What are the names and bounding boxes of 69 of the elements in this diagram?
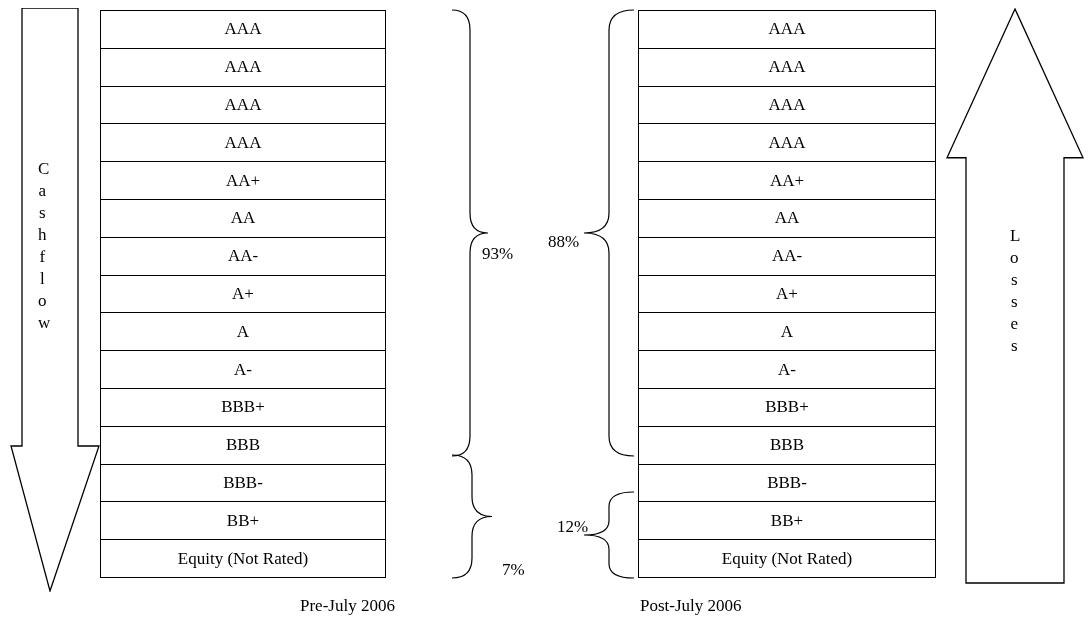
tranche-box — [638, 463, 936, 503]
tranche-box — [100, 199, 386, 238]
rating-text: AAA — [224, 57, 262, 78]
tranche-box — [100, 123, 386, 163]
tranche-box — [100, 312, 386, 352]
tranche-box — [638, 236, 936, 276]
tranche-box — [100, 501, 386, 541]
rating-text: AA — [774, 208, 800, 229]
tranche-box — [100, 236, 386, 276]
rating-text: AAA — [224, 95, 262, 115]
tranche-box — [638, 161, 936, 200]
tranche-box — [638, 388, 936, 427]
stack-caption: Pre-July 2006 — [300, 596, 395, 616]
rating-text: BBB — [226, 435, 260, 456]
tranche-box — [100, 161, 386, 200]
up-arrow — [945, 8, 1085, 584]
rating-text: Equity (Not Rated) — [721, 548, 853, 569]
tranche-box — [638, 85, 936, 125]
percentage-label: 12% — [557, 517, 589, 537]
rating-text: BBB- — [223, 473, 263, 493]
rating-text: A- — [234, 359, 252, 380]
percentage-label: 93% — [482, 244, 514, 264]
percentage-label: 88% — [548, 232, 580, 252]
tranche-box — [100, 388, 386, 427]
rating-text: AAA — [224, 132, 262, 153]
tranche-box — [100, 10, 386, 49]
rating-text: AA- — [771, 246, 803, 267]
rating-text: AAA — [768, 132, 806, 153]
tranche-box — [638, 350, 936, 389]
rating-text: AA — [230, 208, 256, 229]
down-arrow — [10, 8, 100, 592]
rating-text: A+ — [776, 284, 798, 304]
tranche-box — [638, 274, 936, 314]
stack-caption: Post-July 2006 — [640, 596, 742, 616]
percentage-label: 7% — [502, 560, 525, 580]
rating-text: AA- — [227, 246, 259, 267]
rating-text: BB+ — [770, 510, 804, 531]
rating-text: A- — [778, 359, 796, 380]
tranche-box — [638, 539, 936, 578]
rating-text: A — [780, 321, 794, 342]
tranche-box — [638, 10, 936, 49]
rating-text: BBB+ — [221, 397, 265, 418]
tranche-box — [638, 123, 936, 163]
rating-text: Equity (Not Rated) — [177, 548, 309, 569]
tranche-box — [100, 539, 386, 578]
rating-text: BBB+ — [765, 397, 809, 418]
rating-text: BBB- — [767, 473, 807, 493]
rating-text: BB+ — [226, 510, 260, 531]
rating-text: BBB — [770, 435, 804, 456]
tranche-box — [638, 199, 936, 238]
tranche-box — [638, 501, 936, 541]
rating-text: A+ — [232, 284, 254, 304]
rating-text: AAA — [768, 57, 806, 78]
rating-text: AAA — [768, 95, 806, 115]
rating-text: AAA — [768, 19, 806, 40]
rating-text: AA+ — [769, 170, 805, 191]
tranche-box — [100, 85, 386, 125]
tranche-box — [638, 47, 936, 87]
tranche-box — [638, 312, 936, 352]
tranche-box — [100, 350, 386, 389]
rating-text: A — [236, 321, 250, 342]
tranche-box — [100, 274, 386, 314]
rating-text: AAA — [224, 19, 262, 40]
arrow-label: Losses — [1010, 225, 1019, 357]
tranche-box — [100, 47, 386, 87]
tranche-box — [638, 425, 936, 465]
tranche-box — [100, 425, 386, 465]
tranche-box — [100, 463, 386, 503]
rating-text: AA+ — [225, 170, 261, 191]
